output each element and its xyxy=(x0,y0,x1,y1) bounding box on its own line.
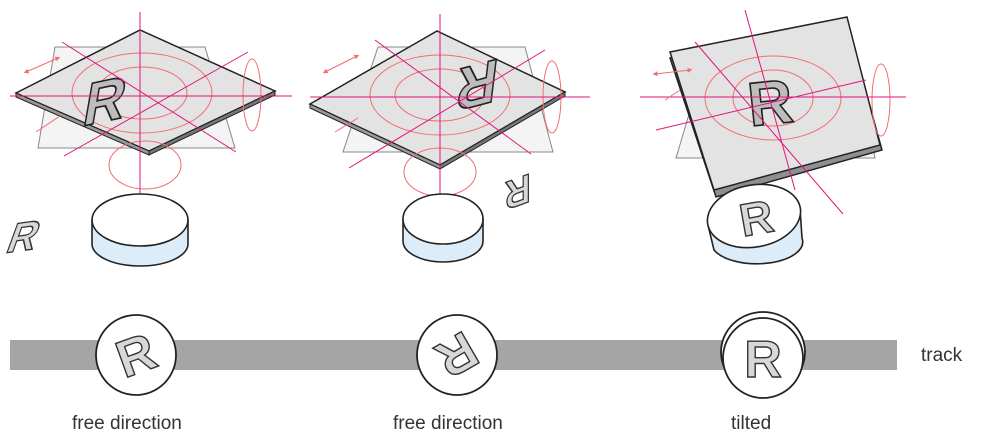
plate-glyph-3: R xyxy=(744,67,796,140)
track-puck-free-2: R xyxy=(416,314,498,396)
panel-free-direction-2: R R xyxy=(308,14,590,263)
caption-tilted: tilted xyxy=(731,413,772,434)
track-puck-free-1: R xyxy=(95,314,177,396)
track-puck-tilted: R xyxy=(720,311,806,399)
caption-free-direction-1: free direction xyxy=(72,413,182,434)
puck-glyph-3: R xyxy=(744,331,782,389)
plate-glyph-2: R xyxy=(453,45,502,126)
track-label: track xyxy=(921,345,963,366)
panel-free-direction-1: R R xyxy=(0,12,292,267)
puck-3d-1: R xyxy=(0,193,189,267)
panel-tilted: R R xyxy=(640,9,906,265)
puck-3d-2: R xyxy=(402,163,531,263)
puck3d-glyph-1: R xyxy=(1,211,47,263)
puck-3d-3: R xyxy=(706,183,804,265)
caption-free-direction-2: free direction xyxy=(393,413,503,434)
puck3d-glyph-2: R xyxy=(505,164,531,219)
